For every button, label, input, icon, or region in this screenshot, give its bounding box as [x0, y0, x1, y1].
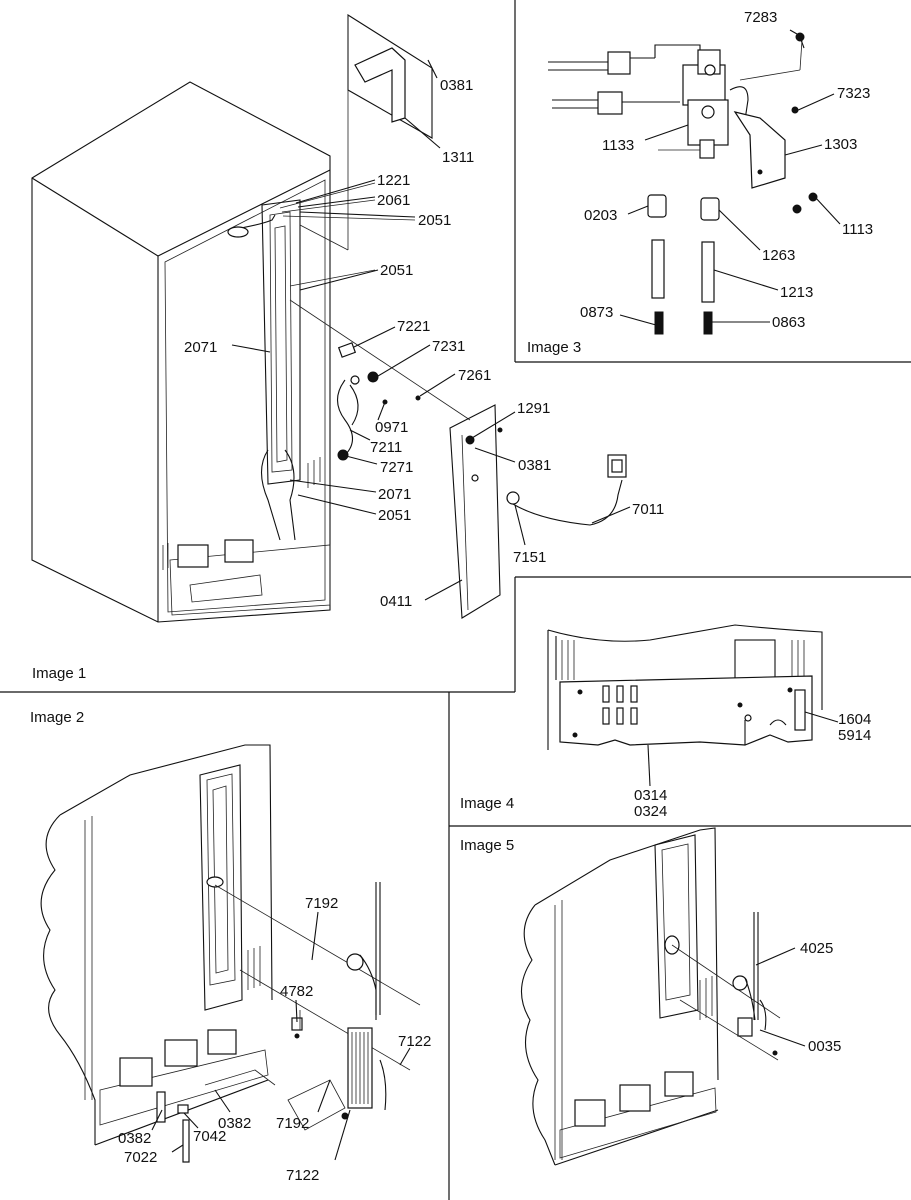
part-label: 2071 — [378, 486, 411, 503]
part-label: 7151 — [513, 549, 546, 566]
part-label: 7221 — [397, 318, 430, 335]
part-label: 4782 — [280, 983, 313, 1000]
part-label: 1113 — [842, 221, 873, 238]
part-label: 4025 — [800, 940, 833, 957]
part-label: 0035 — [808, 1038, 841, 1055]
part-label: 0873 — [580, 304, 613, 321]
part-label: 0203 — [584, 207, 617, 224]
image3-leaders — [619, 29, 841, 326]
part-label: 0381 — [440, 77, 473, 94]
image1-labels: 0381 1311 1221 2061 2051 2051 7221 7231 … — [32, 77, 664, 682]
part-label: 7211 — [370, 439, 402, 456]
part-label: 7283 — [744, 9, 777, 26]
part-label: 0381 — [518, 457, 551, 474]
image1-leaders — [231, 59, 631, 601]
part-label: 7231 — [432, 338, 465, 355]
image4-labels: 1604 5914 0314 0324 Image 4 — [460, 711, 871, 820]
part-label: 0314 — [634, 787, 667, 804]
image2-drawing — [40, 744, 421, 1163]
part-label: 7271 — [380, 459, 413, 476]
part-label: 7192 — [276, 1115, 309, 1132]
part-label: 7261 — [458, 367, 491, 384]
part-label: 0382 — [218, 1115, 251, 1132]
part-label: 1303 — [824, 136, 857, 153]
part-label: 0863 — [772, 314, 805, 331]
image3-caption: Image 3 — [527, 339, 581, 356]
part-label: 1291 — [517, 400, 550, 417]
image3-drawing — [548, 32, 818, 335]
part-label: 7011 — [632, 501, 664, 518]
image5-leaders — [755, 947, 806, 1047]
part-label: 1263 — [762, 247, 795, 264]
image1-drawing — [31, 14, 627, 623]
part-label: 2071 — [184, 339, 217, 356]
part-label: 1213 — [780, 284, 813, 301]
part-label: 1604 — [838, 711, 871, 728]
image2-labels: 7192 4782 7122 0382 0382 7042 7022 7192 … — [30, 709, 431, 1184]
image5-caption: Image 5 — [460, 837, 514, 854]
part-label: 1311 — [442, 149, 474, 166]
part-label: 7122 — [286, 1167, 319, 1184]
image2-leaders — [151, 911, 411, 1161]
part-label: 7323 — [837, 85, 870, 102]
part-label: 2051 — [378, 507, 411, 524]
part-label: 0971 — [375, 419, 408, 436]
part-label: 0324 — [634, 803, 667, 820]
part-label: 1221 — [377, 172, 410, 189]
part-label: 7022 — [124, 1149, 157, 1166]
part-label: 2051 — [418, 212, 451, 229]
part-label: 2051 — [380, 262, 413, 279]
image4-leaders — [647, 711, 839, 787]
part-label: 1133 — [602, 137, 634, 154]
part-label: 5914 — [838, 727, 871, 744]
part-label: 7122 — [398, 1033, 431, 1050]
image2-caption: Image 2 — [30, 709, 84, 726]
part-label: 0382 — [118, 1130, 151, 1147]
image4-caption: Image 4 — [460, 795, 514, 812]
image4-drawing — [547, 624, 823, 750]
image1-caption: Image 1 — [32, 665, 86, 682]
part-label: 7192 — [305, 895, 338, 912]
image5-labels: 4025 0035 Image 5 — [460, 837, 841, 1055]
image5-drawing — [520, 827, 781, 1166]
part-label: 7042 — [193, 1128, 226, 1145]
part-label: 0411 — [380, 593, 412, 610]
vent-slots — [602, 685, 638, 725]
part-label: 2061 — [377, 192, 410, 209]
image3-labels: 7283 7323 1133 1303 0203 1113 1263 1213 … — [527, 9, 873, 356]
